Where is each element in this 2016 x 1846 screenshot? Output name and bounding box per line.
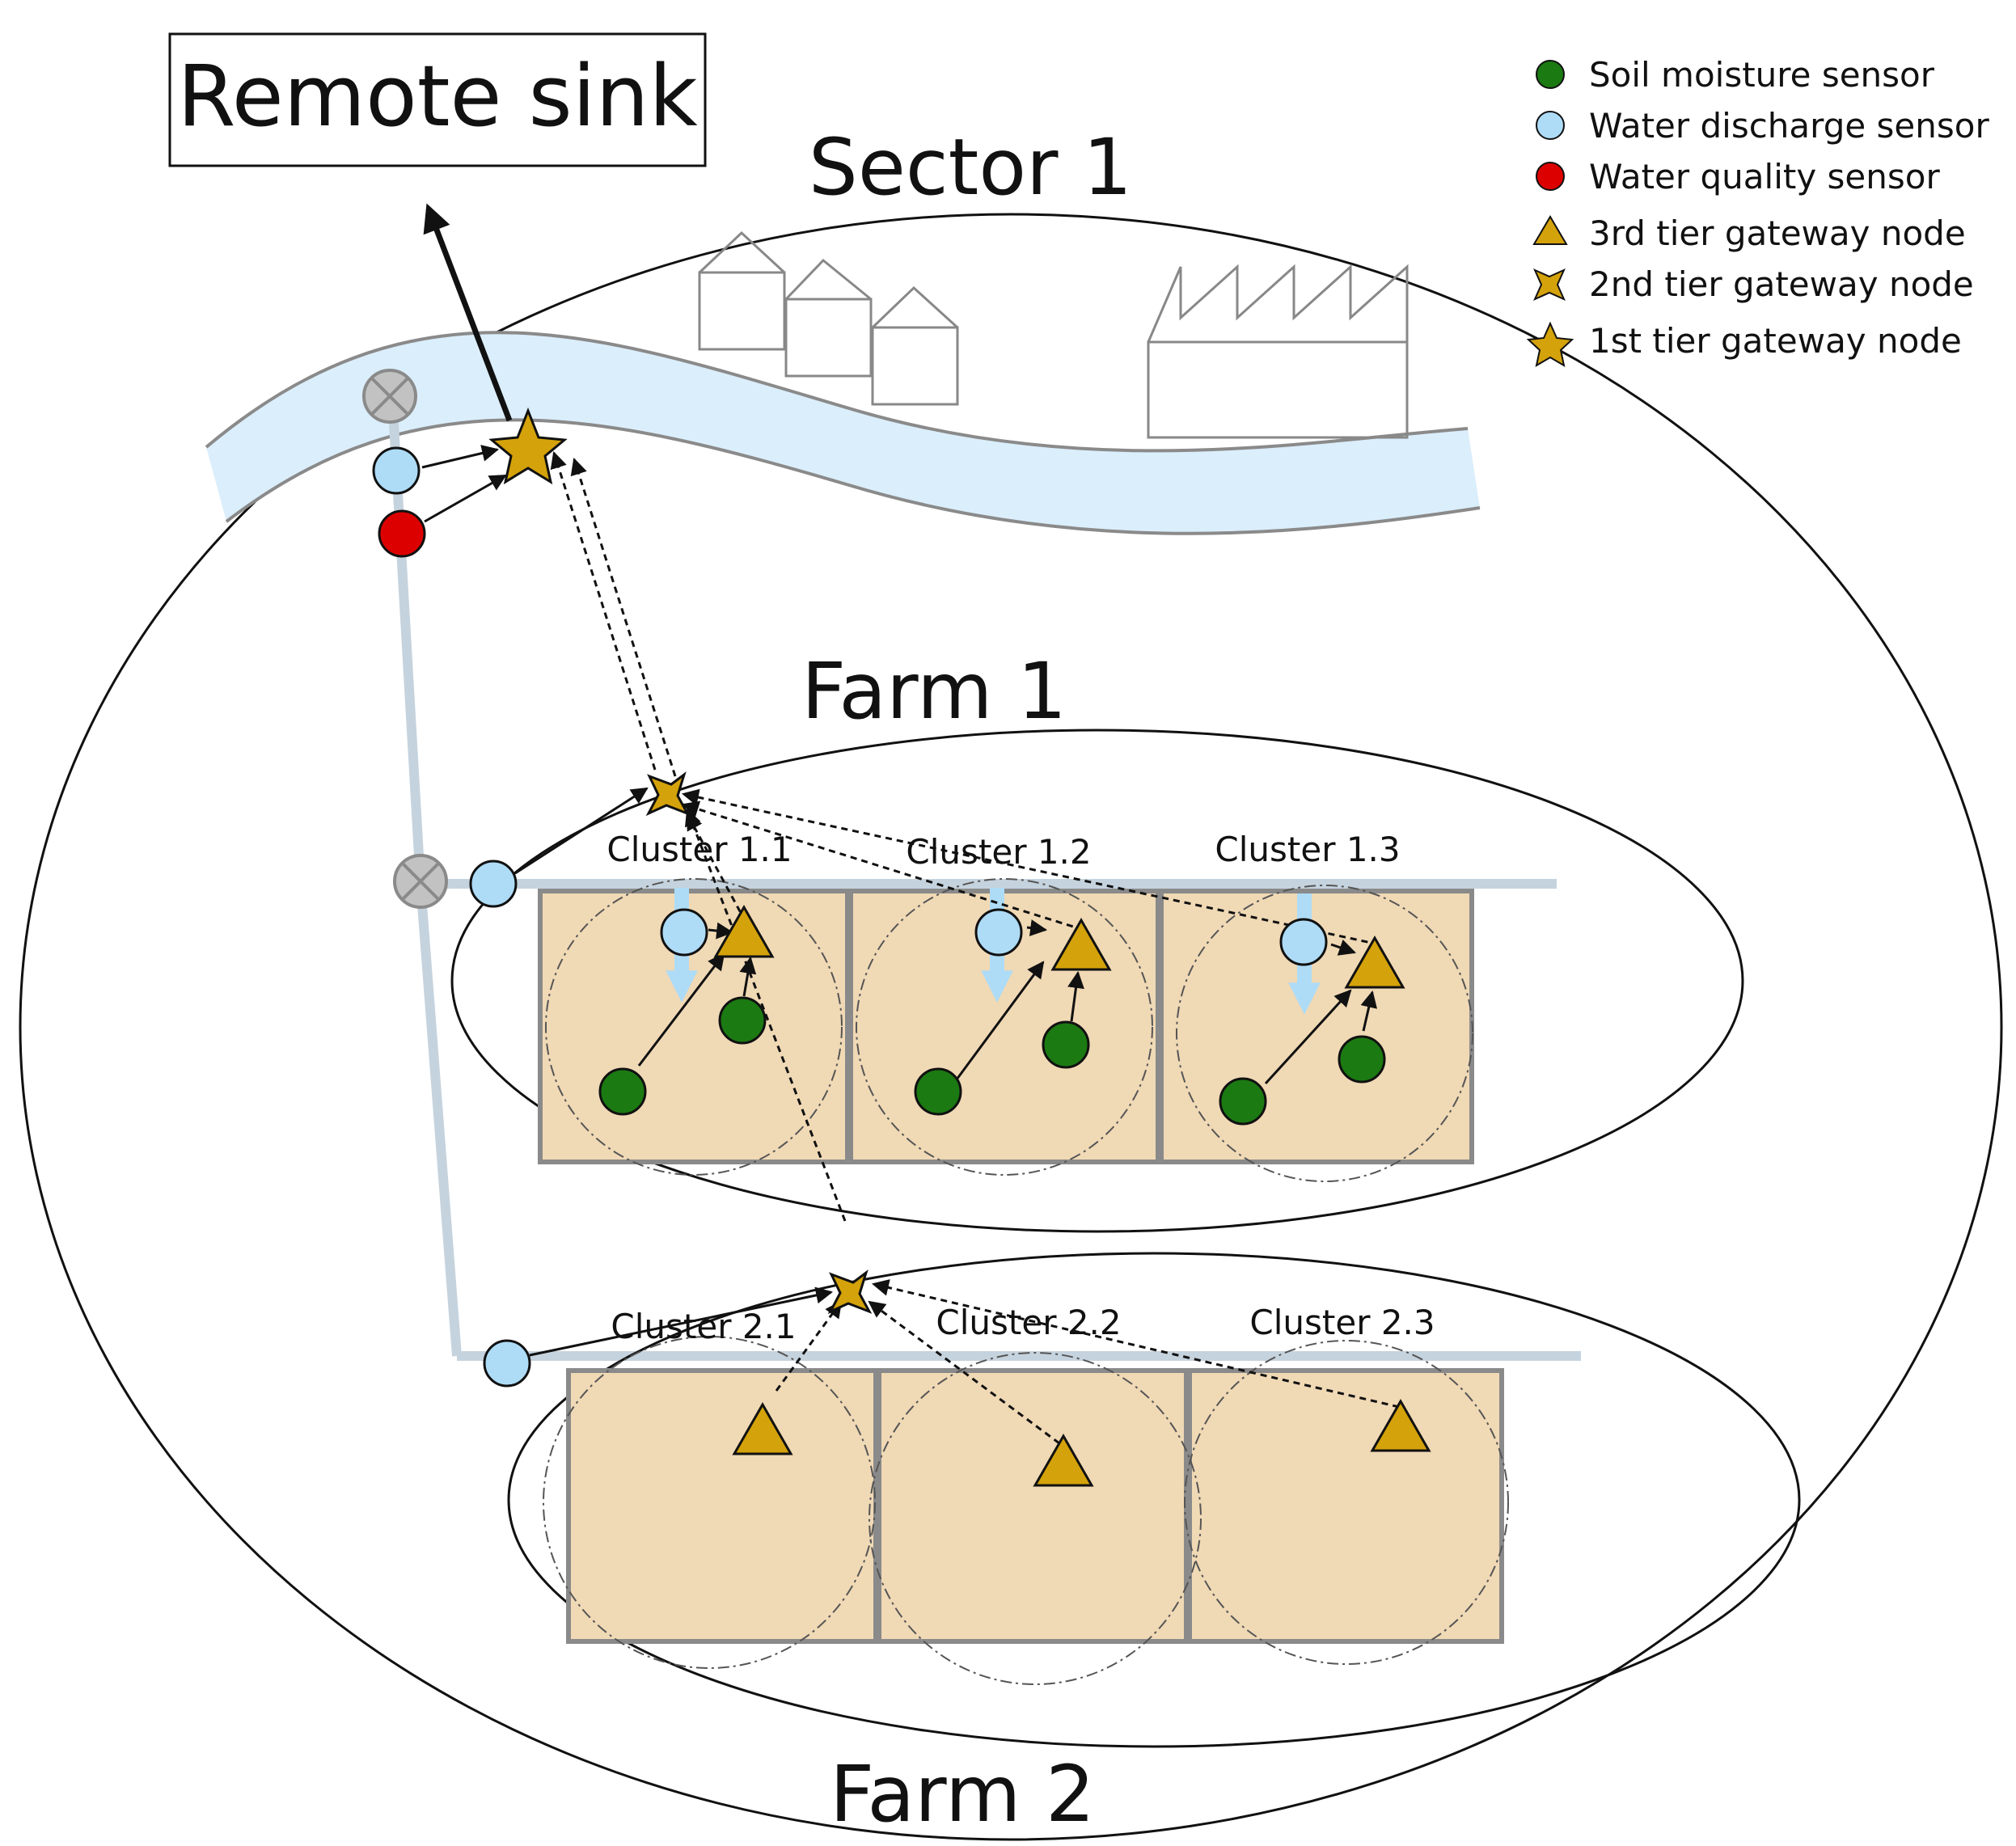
legend-label: 1st tier gateway node: [1589, 321, 1962, 361]
soil-moisture-sensor: [1219, 1077, 1267, 1126]
third-tier-gateway: [1033, 1433, 1094, 1487]
second-tier-gateway: [645, 771, 691, 817]
legend-symbol: [1536, 162, 1565, 191]
water-discharge-sensor: [469, 860, 518, 908]
legend-item: Water discharge sensor: [1536, 106, 1989, 146]
soil-moisture-sensors: [598, 996, 1386, 1126]
factory: [1147, 264, 1409, 439]
field: [877, 1368, 1189, 1644]
legend-label: 2nd tier gateway node: [1589, 264, 1974, 304]
houses: [698, 230, 959, 406]
soil-moisture-sensor: [914, 1067, 962, 1116]
farm-2-boundary: [507, 1252, 1801, 1748]
legend-label: Soil moisture sensor: [1589, 55, 1935, 95]
cluster-label: Cluster 1.2: [906, 832, 1091, 872]
river: [205, 331, 1481, 535]
sector-boundary: [19, 213, 2003, 1841]
sector-label: Sector 1: [809, 122, 1132, 213]
legend-item: 2nd tier gateway node: [1533, 264, 1974, 304]
dashed-links: [550, 450, 1400, 1445]
legend-label: Water quality sensor: [1589, 157, 1940, 196]
legend-symbol: [1532, 215, 1568, 245]
valve-icon: [362, 369, 417, 424]
legend-label: Water discharge sensor: [1589, 106, 1989, 146]
legend-item: Soil moisture sensor: [1536, 55, 1935, 95]
field: [566, 1368, 878, 1644]
water-discharge-sensor: [974, 908, 1023, 957]
cluster-label: Cluster 2.2: [936, 1303, 1121, 1342]
water-quality-sensor: [378, 509, 426, 558]
water-discharge-sensor: [1279, 918, 1328, 966]
legend-symbol: [1536, 111, 1565, 140]
cluster-label: Cluster 2.3: [1249, 1303, 1435, 1342]
cluster-label: Cluster 1.1: [606, 830, 792, 869]
farm-2-label: Farm 2: [830, 1749, 1095, 1840]
solid-links: [421, 445, 1378, 1357]
water-discharge-sensor: [372, 446, 421, 495]
sink-uplink-arrow: [423, 203, 513, 422]
irrigation-canals: [387, 395, 1581, 1361]
valve-icon: [393, 854, 448, 909]
soil-moisture-sensor: [1338, 1035, 1386, 1084]
water-discharge-sensors: [372, 446, 1328, 1388]
legend-symbol: [1536, 60, 1565, 89]
cluster-coverage: [543, 878, 1509, 1685]
third-tier-gateway: [1370, 1398, 1431, 1452]
legend-item: 1st tier gateway node: [1526, 321, 1962, 368]
water-discharge-sensor: [483, 1339, 531, 1388]
legend-symbol: [1533, 268, 1566, 301]
third-tier-gateways: [713, 904, 1431, 1487]
legend-item: 3rd tier gateway node: [1532, 213, 1966, 253]
legend-item: Water quality sensor: [1536, 157, 1940, 196]
soil-moisture-sensor: [1042, 1020, 1090, 1069]
soil-moisture-sensor: [598, 1067, 647, 1116]
legend-label: 3rd tier gateway node: [1589, 213, 1966, 253]
second-tier-gateway: [827, 1269, 873, 1315]
remote-sink-label: Remote sink: [177, 47, 698, 146]
first-tier-gateway: [488, 407, 568, 485]
farm-1-boundary: [450, 729, 1744, 1233]
legend-symbol: [1526, 321, 1574, 368]
third-tier-gateway: [1050, 917, 1112, 971]
third-tier-gateway: [732, 1401, 793, 1455]
legend: Soil moisture sensor Water discharge sen…: [1526, 55, 1989, 368]
second-tier-gateways: [645, 771, 873, 1315]
cluster-label: Cluster 1.3: [1215, 830, 1400, 869]
soil-moisture-sensor: [718, 996, 767, 1045]
cluster-label: Cluster 2.1: [611, 1307, 796, 1346]
farm-2-fields: [566, 1368, 1504, 1644]
third-tier-gateway: [1344, 935, 1405, 989]
remote-sink: Remote sink: [168, 32, 707, 167]
field: [1187, 1368, 1504, 1644]
third-tier-gateway: [713, 904, 775, 958]
farm-1-label: Farm 1: [801, 646, 1067, 737]
water-discharge-sensor: [660, 908, 708, 957]
